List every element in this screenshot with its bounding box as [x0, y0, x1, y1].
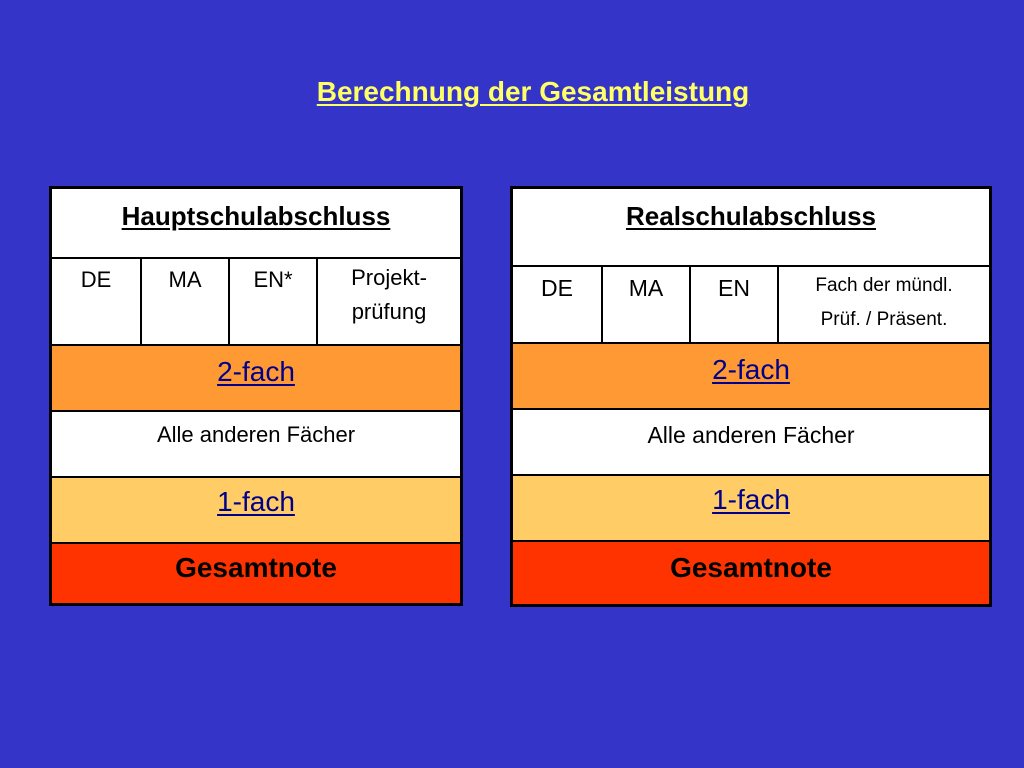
- subject-cell-ma: MA: [140, 259, 228, 344]
- table-heading-row: Realschulabschluss: [513, 189, 989, 265]
- project-label-line1: Projekt-: [351, 265, 427, 290]
- total-grade-row: Gesamtnote: [513, 540, 989, 604]
- table-heading: Hauptschulabschluss: [121, 201, 391, 231]
- hauptschul-table: Hauptschulabschluss DE MA EN* Projekt- p…: [49, 186, 463, 606]
- table-heading-row: Hauptschulabschluss: [52, 189, 460, 257]
- single-weight-row: 1-fach: [513, 474, 989, 540]
- subject-cell-de: DE: [80, 267, 112, 292]
- single-weight-label: 1-fach: [712, 484, 790, 515]
- single-weight-row: 1-fach: [52, 476, 460, 542]
- total-grade-label: Gesamtnote: [175, 552, 337, 583]
- oral-exam-label-line2: Prüf. / Präsent.: [820, 309, 948, 330]
- other-subjects-row: Alle anderen Fächer: [513, 408, 989, 474]
- single-weight-label: 1-fach: [217, 486, 295, 517]
- total-grade-row: Gesamtnote: [52, 542, 460, 603]
- other-subjects-label: Alle anderen Fächer: [647, 422, 855, 448]
- oral-exam-label-line1: Fach der mündl.: [815, 275, 953, 296]
- project-label-line2: prüfung: [351, 299, 427, 324]
- realschul-table: Realschulabschluss DE MA EN Fach der mün…: [510, 186, 992, 607]
- slide-title: Berechnung der Gesamtleistung: [316, 76, 750, 107]
- subjects-row: DE MA EN Fach der mündl. Prüf. / Präsent…: [513, 265, 989, 342]
- table-heading: Realschulabschluss: [626, 201, 876, 231]
- double-weight-row: 2-fach: [513, 342, 989, 408]
- subject-cell-en: EN*: [228, 259, 316, 344]
- subject-cell-de: DE: [541, 275, 573, 301]
- other-subjects-row: Alle anderen Fächer: [52, 410, 460, 476]
- subject-cell-en: EN: [689, 267, 777, 342]
- subjects-row: DE MA EN* Projekt- prüfung: [52, 257, 460, 344]
- total-grade-label: Gesamtnote: [670, 552, 832, 583]
- double-weight-label: 2-fach: [217, 356, 295, 387]
- subject-cell-project: Projekt- prüfung: [316, 259, 460, 344]
- subject-cell-oral-exam: Fach der mündl. Prüf. / Präsent.: [777, 267, 989, 342]
- double-weight-row: 2-fach: [52, 344, 460, 410]
- double-weight-label: 2-fach: [712, 354, 790, 385]
- other-subjects-label: Alle anderen Fächer: [156, 422, 356, 447]
- subject-cell-ma: MA: [601, 267, 689, 342]
